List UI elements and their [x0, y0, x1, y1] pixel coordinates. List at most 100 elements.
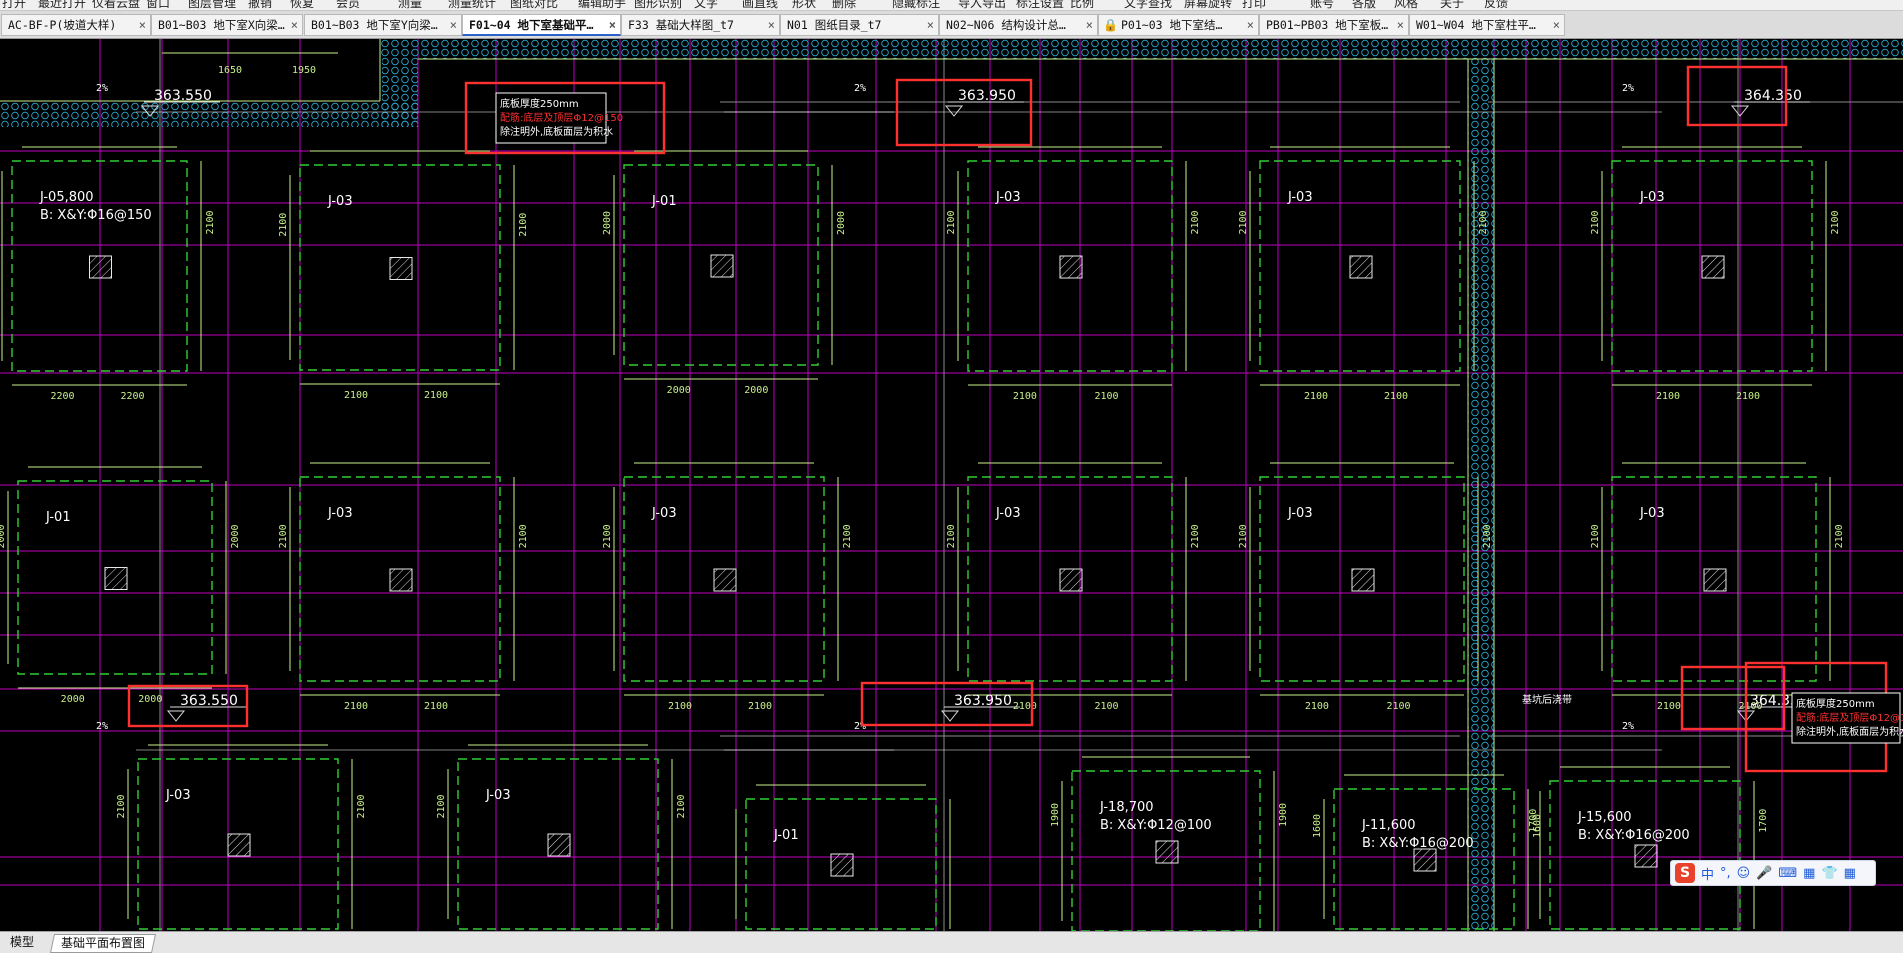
document-tab[interactable]: W01~W04 地下室柱平…× [1409, 14, 1565, 36]
close-tab-icon[interactable]: × [138, 18, 146, 32]
menu-item[interactable]: 打印 [1242, 0, 1267, 10]
document-tab[interactable]: B01~B03 地下室Y向梁… × [304, 14, 462, 36]
layout-tab-bar: 模型 基础平面布置图 [0, 931, 1903, 953]
dimension-text: 2100 [1590, 210, 1601, 234]
dimension-text: 2100 [1305, 701, 1329, 712]
menu-item[interactable]: 形状 [792, 0, 817, 10]
close-tab-icon[interactable]: × [608, 18, 616, 32]
close-tab-icon[interactable]: × [1085, 18, 1093, 32]
menu-item[interactable]: 隐藏标注 [892, 0, 941, 10]
footing-rebar-text: B: X&Y:Φ16@200 [1578, 828, 1690, 843]
elevation-marker: 363.550 [166, 693, 246, 722]
menu-item[interactable]: 窗口 [146, 0, 171, 10]
menu-item[interactable]: 标注设置 [1016, 0, 1065, 10]
side-note-text: 基坑后浇带 [1522, 693, 1572, 706]
menu-item[interactable]: 测量统计 [448, 0, 497, 10]
close-tab-icon[interactable]: × [1396, 18, 1404, 32]
model-tab[interactable]: 模型 [10, 935, 35, 949]
menu-item[interactable]: 各版 [1352, 0, 1377, 10]
ime-mode-toggle[interactable]: 中 [1701, 867, 1715, 883]
highlight-box [895, 78, 1033, 147]
punctuation-icon[interactable]: °, [1720, 865, 1731, 881]
close-tab-icon[interactable]: × [767, 18, 775, 32]
footing-outline [1071, 770, 1261, 931]
document-tab[interactable]: PB01~PB03 地下室板…× [1259, 14, 1409, 36]
emoji-icon[interactable]: ☺ [1736, 865, 1751, 881]
elevation-marker: 363.950 [944, 88, 1024, 117]
dimension-text: 1950 [292, 65, 316, 76]
close-tab-icon[interactable]: × [926, 18, 934, 32]
menu-item[interactable]: 屏幕旋转 [1184, 0, 1233, 10]
close-tab-icon[interactable]: × [1246, 18, 1254, 32]
skin-icon[interactable]: 👕 [1821, 865, 1838, 881]
microphone-icon[interactable]: 🎤 [1756, 865, 1773, 881]
close-tab-icon[interactable]: × [1552, 18, 1560, 32]
menu-item[interactable]: 恢复 [290, 0, 315, 10]
column-icon [1703, 568, 1727, 592]
footing-rebar-text: B: X&Y:Φ16@200 [1362, 836, 1474, 851]
menu-item[interactable]: 测量 [398, 0, 423, 10]
document-tab-label: B01~B03 地下室Y向梁… [311, 18, 438, 32]
menu-item[interactable]: 账号 [1310, 0, 1335, 10]
menu-item[interactable]: 风格 [1394, 0, 1419, 10]
column-icon [1634, 844, 1658, 868]
dimension-text: 2100 [748, 701, 772, 712]
dimension-text: 2200 [121, 391, 145, 402]
footing-outline [299, 164, 501, 371]
dimension-text: 2100 [1238, 524, 1249, 548]
footing-outline [1259, 476, 1465, 682]
menu-item[interactable]: 导入导出 [958, 0, 1007, 10]
document-tab[interactable]: F33 基础大样图_t7× [621, 14, 780, 36]
document-tab[interactable]: 🔒P01~03 地下室结…× [1098, 14, 1259, 36]
grid-icon[interactable]: ▦ [1803, 865, 1816, 881]
document-tab[interactable]: N02~N06 结构设计总…× [939, 14, 1098, 36]
dimension-text: 2100 [1656, 391, 1680, 402]
menu-item[interactable]: 图纸对比 [510, 0, 559, 10]
menu-item[interactable]: 比例 [1070, 0, 1095, 10]
elevation-triangle-icon [1730, 105, 1750, 117]
menu-item[interactable]: 关于 [1440, 0, 1465, 10]
dimension-text: 2100 [424, 390, 448, 401]
column-icon [1351, 568, 1375, 592]
menu-item[interactable]: 最近打开 [38, 0, 87, 10]
document-tab[interactable]: F01~04 地下室基础平…× [462, 14, 621, 36]
toolbox-icon[interactable]: ▦ [1843, 865, 1856, 881]
menu-item[interactable]: 会员 [336, 0, 361, 10]
layout-tab[interactable]: 基础平面布置图 [49, 934, 157, 953]
dimension-text: 2100 [946, 524, 957, 548]
column-icon [830, 853, 854, 877]
document-tab-label: N01 图纸目录_t7 [787, 18, 882, 32]
document-tab[interactable]: N01 图纸目录_t7 × [780, 14, 939, 36]
menu-item[interactable]: 画直线 [742, 0, 779, 10]
menu-item[interactable]: 删除 [832, 0, 857, 10]
menu-item[interactable]: 仪看云盘 [92, 0, 141, 10]
menu-item[interactable]: 图形识别 [634, 0, 683, 10]
highlight-box [860, 681, 1034, 727]
column-icon [547, 833, 571, 857]
footing-label: J-03 [327, 194, 353, 209]
menu-item[interactable]: 文字 [694, 0, 719, 10]
footing-outline [1333, 788, 1515, 930]
document-tab[interactable]: B01~B03 地下室X向梁…× [151, 14, 303, 36]
dimension-text: 2100 [1190, 524, 1201, 548]
menu-item[interactable]: 反馈 [1484, 0, 1509, 10]
close-tab-icon[interactable]: × [290, 18, 298, 32]
menu-item[interactable]: 编辑助手 [578, 0, 627, 10]
menu-item[interactable]: 文字查找 [1124, 0, 1173, 10]
note-frame [495, 92, 607, 144]
menu-item[interactable]: 撤销 [248, 0, 273, 10]
keyboard-icon[interactable]: ⌨ [1778, 865, 1798, 881]
close-tab-icon[interactable]: × [449, 18, 457, 32]
ime-toolbar[interactable]: S 中 °, ☺ 🎤 ⌨ ▦ 👕 ▦ [1670, 860, 1876, 886]
note-line: 除注明外,底板面层为积水 [1796, 725, 1903, 738]
menu-item[interactable]: 图层管理 [188, 0, 237, 10]
document-tab[interactable]: AC-BF-P(坡道大样)× [1, 14, 151, 36]
sogou-logo-icon[interactable]: S [1675, 863, 1695, 883]
menu-item[interactable]: 打开 [2, 0, 27, 10]
